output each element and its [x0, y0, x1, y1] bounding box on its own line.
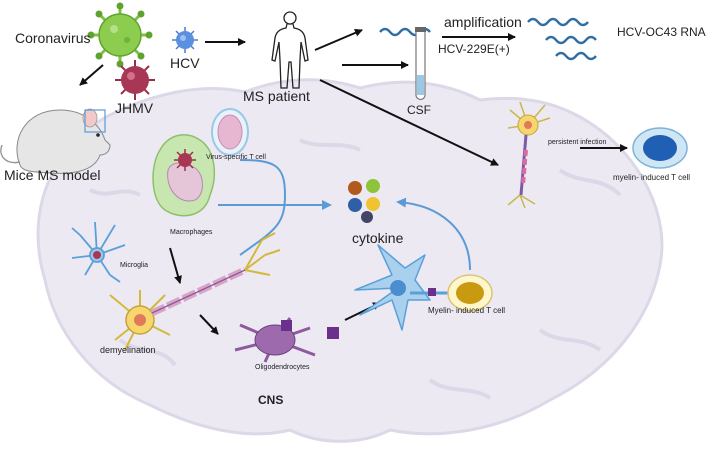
label-macrophages: Macrophages: [170, 229, 213, 236]
label-coronavirus: Coronavirus: [15, 30, 91, 46]
label-csf: CSF: [407, 103, 431, 117]
label-microglia: Microglia: [120, 262, 149, 269]
label-cns: CNS: [258, 393, 284, 407]
label-hcv-229e: HCV-229E(+): [438, 42, 510, 56]
cytokine-icon: [348, 179, 380, 223]
macrophage-icon: [152, 134, 216, 217]
label-hcv: HCV: [170, 55, 200, 71]
hcv-virus-icon: [172, 27, 198, 53]
label-hcv-oc43-rna: HCV-OC43 RNA: [617, 25, 706, 39]
microglia-icon: [71, 221, 126, 283]
human-figure-icon: [271, 11, 309, 89]
label-jhmv: JHMV: [115, 100, 154, 116]
jhmv-virus-icon: [115, 60, 155, 100]
test-tube-icon: [415, 27, 426, 101]
label-ms-patient: MS patient: [243, 88, 310, 104]
demyelinated-neuron-icon: [109, 232, 281, 351]
myelin-t-cell-center-icon: [447, 274, 493, 312]
label-demyelination: demyelination: [100, 345, 156, 355]
label-virus-specific-t-cell: Virus-specific T cell: [206, 154, 266, 161]
label-cytokine: cytokine: [352, 230, 404, 246]
virus-specific-t-cell-icon: [211, 108, 249, 156]
label-myelin-induced-t-cell-right: myelin- induced T cell: [613, 173, 691, 182]
t-cell-icon: [632, 127, 688, 169]
flow-arrows: [79, 29, 628, 335]
brain-background: [36, 78, 664, 443]
mouse-icon: [0, 108, 111, 174]
label-mice-ms-model: Mice MS model: [4, 167, 101, 183]
coronavirus-icon: [87, 2, 153, 68]
label-amplification: amplification: [444, 14, 522, 30]
label-oligodendrocytes: Oligodendrocytes: [255, 364, 310, 371]
oligodendrocyte-icon: [234, 317, 339, 363]
cytokine-arrows: [218, 159, 471, 271]
neuron-icon: [507, 101, 551, 209]
label-persistent-infection: persistent infection: [548, 139, 607, 146]
astrocyte-icon: [354, 244, 450, 331]
label-myelin-induced-t-cell-center: Myelin- induced T cell: [428, 306, 506, 315]
